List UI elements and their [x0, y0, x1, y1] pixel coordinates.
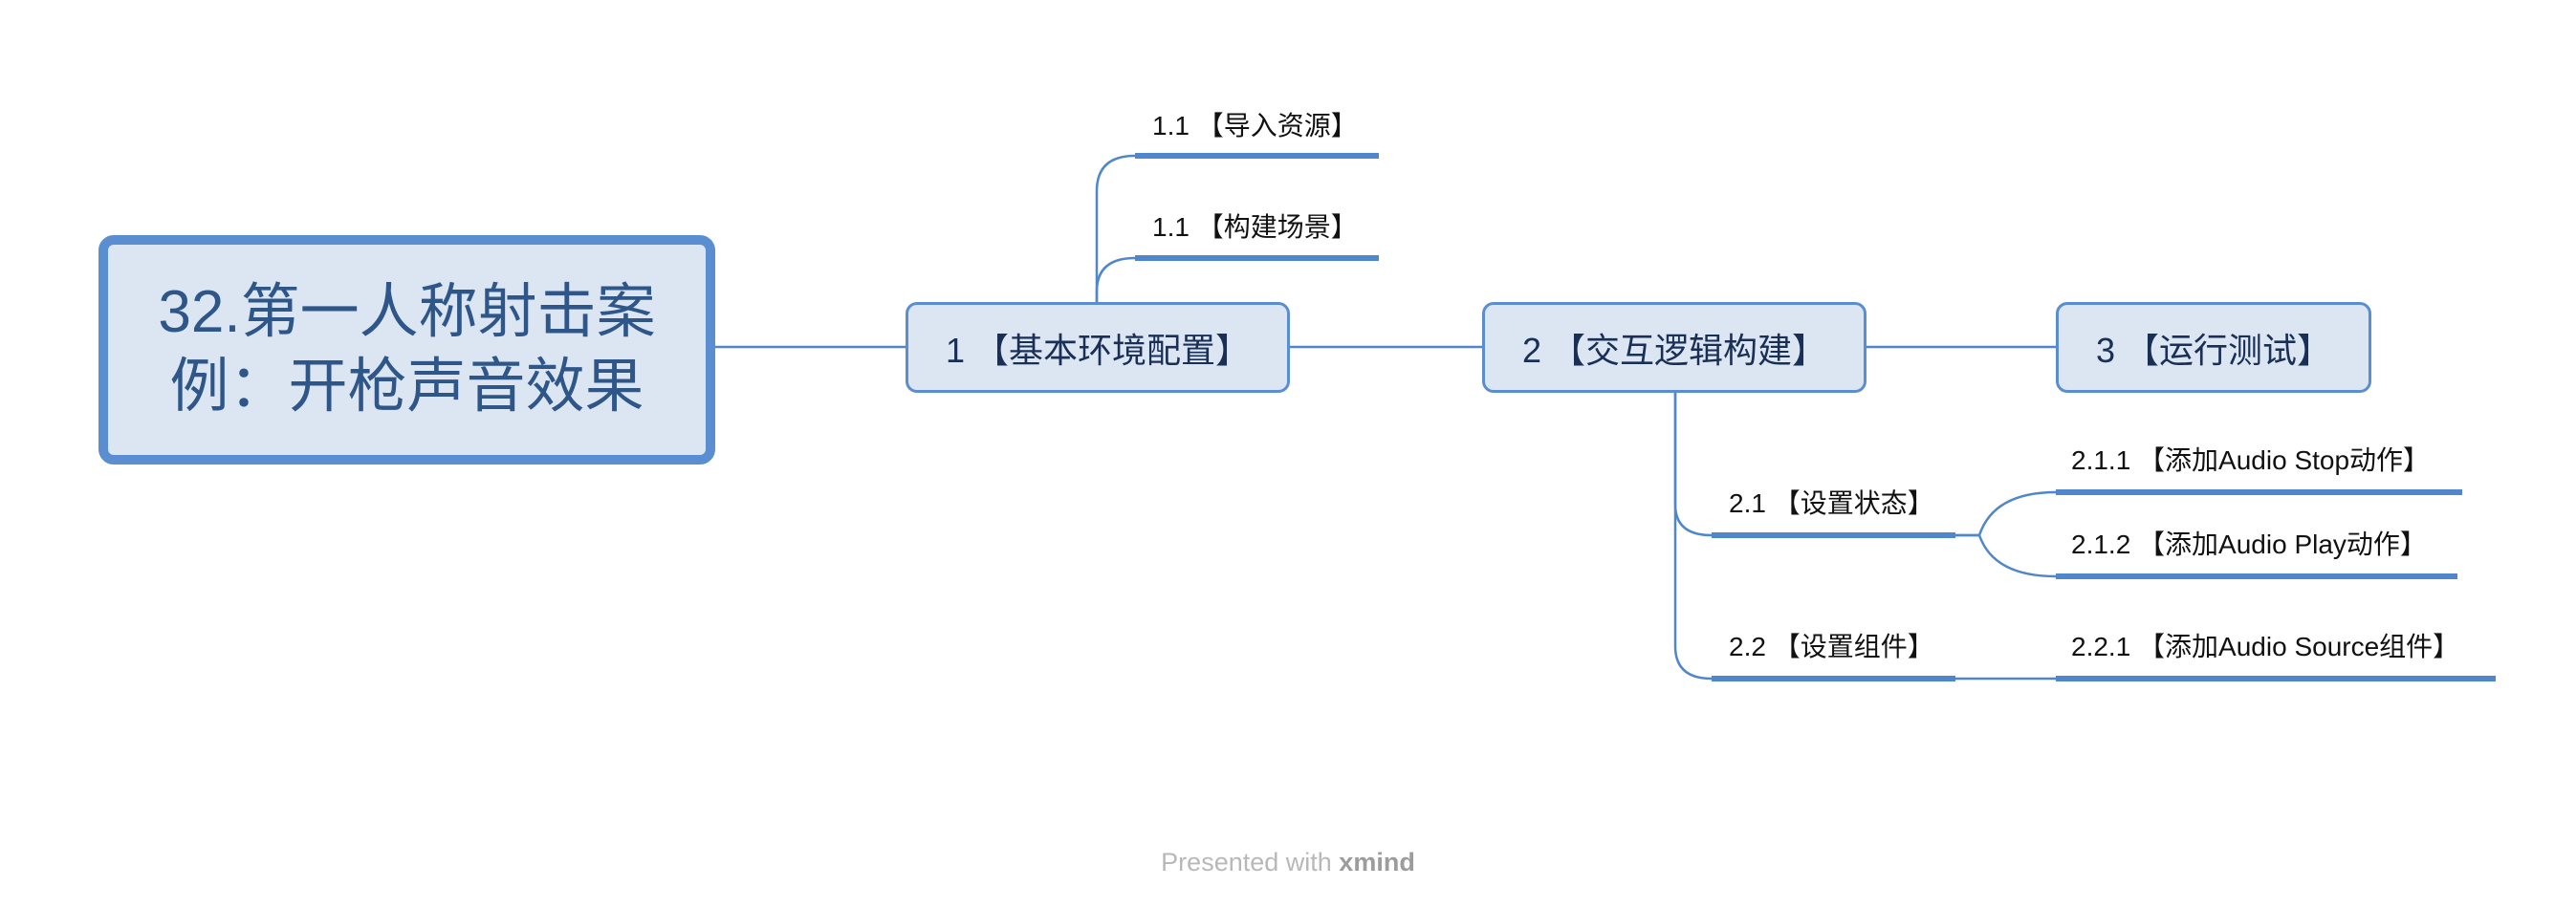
- subtopic-set-component[interactable]: 2.2 【设置组件】: [1729, 632, 1934, 661]
- branch-label: 3 【运行测试】: [2095, 330, 2332, 370]
- subtopic-audio-play[interactable]: 2.1.2 【添加Audio Play动作】: [2071, 530, 2427, 559]
- root-title-line2: 例：开枪声音效果: [169, 354, 644, 420]
- subtopic-import-assets[interactable]: 1.1 【导入资源】: [1152, 111, 1358, 141]
- footer-prefix: Presented with: [1161, 848, 1332, 876]
- branch-interaction-logic[interactable]: 2 【交互逻辑构建】: [1482, 302, 1867, 393]
- root-topic[interactable]: 32.第一人称射击案 例：开枪声音效果: [98, 235, 715, 465]
- subtopic-audio-stop[interactable]: 2.1.1 【添加Audio Stop动作】: [2071, 445, 2431, 475]
- subtopic-underline: [1712, 532, 1955, 538]
- presented-with-footer: Presented with xmind: [0, 848, 2576, 877]
- subtopic-underline: [1135, 255, 1379, 261]
- subtopic-set-state[interactable]: 2.1 【设置状态】: [1729, 488, 1934, 518]
- connector-b2-child1: [1673, 393, 1713, 537]
- root-title-line1: 32.第一人称射击案: [158, 279, 656, 345]
- branch-run-test[interactable]: 3 【运行测试】: [2056, 302, 2371, 393]
- connector-b1-child1: [1095, 154, 1136, 302]
- subtopic-underline: [2056, 489, 2462, 495]
- subtopic-audio-source[interactable]: 2.2.1 【添加Audio Source组件】: [2071, 632, 2460, 661]
- connector-21-211: [1955, 490, 2057, 537]
- subtopic-underline: [1135, 153, 1379, 159]
- subtopic-underline: [2056, 573, 2457, 579]
- subtopic-underline: [2056, 676, 2496, 681]
- connector-21-212: [1955, 533, 2057, 578]
- connector-b2-child2: [1673, 393, 1713, 681]
- subtopic-build-scene[interactable]: 1.1 【构建场景】: [1152, 212, 1358, 242]
- connector-b1-child2: [1095, 256, 1136, 302]
- branch-label: 1 【基本环境配置】: [945, 330, 1251, 370]
- branch-label: 2 【交互逻辑构建】: [1521, 330, 1827, 370]
- xmind-brand: xmind: [1339, 848, 1415, 876]
- branch-basic-environment[interactable]: 1 【基本环境配置】: [906, 302, 1290, 393]
- subtopic-underline: [1712, 676, 1955, 681]
